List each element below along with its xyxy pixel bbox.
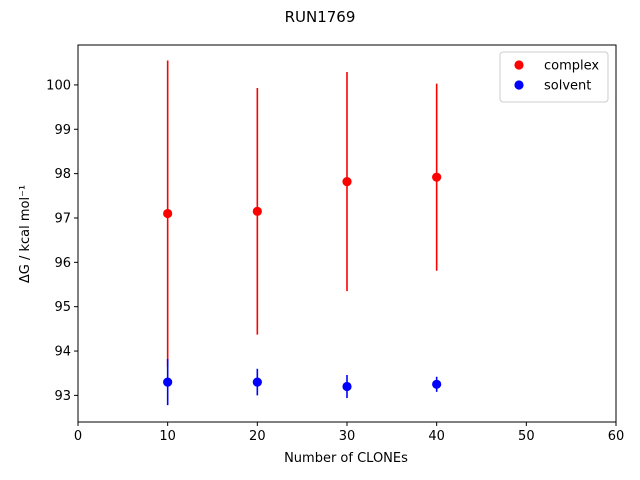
x-tick-label: 40 — [428, 429, 445, 444]
solvent-point — [342, 381, 352, 392]
y-tick-label: 93 — [54, 389, 71, 404]
plot-area: 0 10 20 30 40 50 60 93 94 95 96 97 98 99 100 — [46, 44, 625, 444]
complex-point — [432, 172, 442, 182]
complex-point — [252, 206, 262, 216]
x-tick-label: 50 — [518, 429, 535, 444]
y-tick-label: 97 — [54, 211, 71, 226]
legend-label-complex: complex — [544, 59, 599, 74]
legend-label-solvent: solvent — [544, 79, 591, 94]
y-tick-label: 99 — [54, 123, 71, 138]
legend-marker-complex — [514, 60, 524, 70]
solvent-point — [432, 379, 442, 389]
legend: complex solvent — [499, 51, 609, 103]
x-tick-label: 20 — [249, 429, 266, 444]
complex-point — [163, 208, 173, 219]
chart-title: RUN1769 — [285, 8, 356, 26]
solvent-point — [252, 377, 262, 387]
x-axis-label: Number of CLONEs — [284, 451, 408, 466]
solvent-point — [163, 377, 173, 387]
x-tick-label: 0 — [74, 429, 82, 444]
legend-box — [499, 51, 609, 103]
y-tick-label: 100 — [46, 78, 71, 93]
y-tick-label: 98 — [54, 167, 71, 182]
y-tick-label: 96 — [54, 256, 71, 271]
y-tick-label: 95 — [54, 300, 71, 315]
x-tick-label: 30 — [339, 429, 356, 444]
x-tick-label: 10 — [159, 429, 176, 444]
y-tick-label: 94 — [54, 345, 71, 360]
x-tick-label: 60 — [608, 429, 625, 444]
complex-point — [342, 177, 352, 187]
y-axis-label: ΔG / kcal mol⁻¹ — [18, 185, 33, 283]
legend-marker-solvent — [514, 80, 524, 90]
